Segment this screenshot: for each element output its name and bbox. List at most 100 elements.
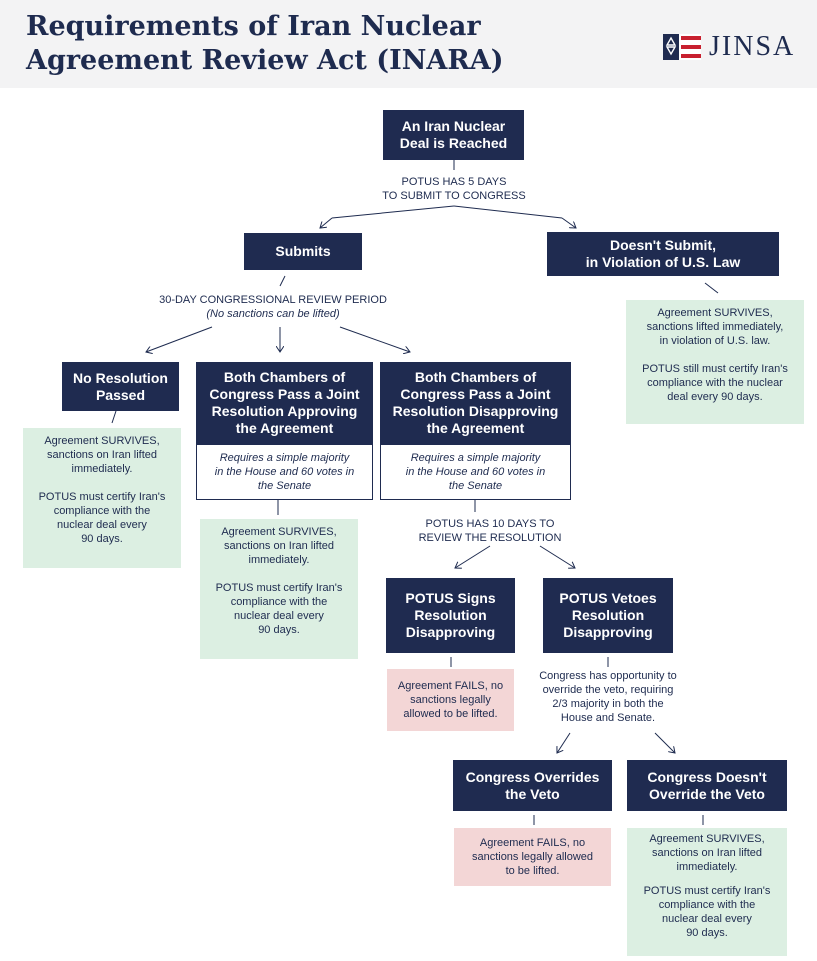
- outcome-line: nuclear deal every: [662, 913, 752, 925]
- outcome-doesnt-submit-p2: POTUS still must certify Iran's complian…: [642, 362, 788, 404]
- outcome-line: POTUS must certify Iran's: [643, 885, 771, 897]
- label-override-line3: 2/3 majority in both the: [552, 698, 664, 710]
- label-override-line1: Congress has opportunity to: [539, 670, 677, 682]
- node-approve-line2: Congress Pass a Joint: [209, 386, 360, 402]
- node-doesnt-submit-line1: Doesn't Submit,: [610, 237, 716, 253]
- label-override-line2: override the veto, requiring: [542, 684, 674, 696]
- node-disapprove-line1: Both Chambers of: [414, 369, 537, 385]
- node-potus-signs-line2: Resolution: [414, 607, 487, 623]
- node-congress-overrides-line2: the Veto: [505, 785, 560, 802]
- label-potus-5-days: POTUS HAS 5 DAYS TO SUBMIT TO CONGRESS: [354, 175, 554, 203]
- header-bar: Requirements of Iran Nuclear Agreement R…: [0, 0, 817, 88]
- label-review-period-line2: (No sanctions can be lifted): [206, 308, 340, 320]
- outcome-line: sanctions lifted immediately,: [646, 321, 784, 333]
- node-congress-doesnt-override-line2: Override the Veto: [649, 785, 765, 802]
- outcome-line: 90 days.: [686, 927, 728, 939]
- outcome-line: Agreement FAILS, no: [397, 680, 504, 692]
- outcome-line: to be lifted.: [505, 865, 560, 877]
- node-disapprove: Both Chambers of Congress Pass a Joint R…: [380, 362, 571, 444]
- title-line-1: Requirements of Iran Nuclear: [26, 11, 481, 42]
- title-line-2: Agreement Review Act (INARA): [26, 45, 504, 76]
- note-line: the Senate: [448, 480, 503, 492]
- outcome-doesnt-override-p1: Agreement SURVIVES, sanctions on Iran li…: [649, 832, 764, 874]
- page-title: Requirements of Iran Nuclear Agreement R…: [26, 10, 586, 78]
- jinsa-logo: JINSA: [663, 30, 795, 64]
- label-review-period: 30-DAY CONGRESSIONAL REVIEW PERIOD (No s…: [146, 293, 400, 321]
- outcome-line: sanctions on Iran lifted: [223, 540, 335, 552]
- node-deal-reached-line2: Deal is Reached: [399, 135, 508, 151]
- outcome-doesnt-submit-p1: Agreement SURVIVES, sanctions lifted imm…: [647, 306, 784, 348]
- outcome-approve: Agreement SURVIVES, sanctions on Iran li…: [200, 519, 358, 659]
- outcome-congress-doesnt-override: Agreement SURVIVES, sanctions on Iran li…: [627, 828, 787, 956]
- node-submits: Submits: [244, 233, 362, 270]
- outcome-line: allowed to be lifted.: [403, 708, 498, 720]
- node-approve-line4: the Agreement: [235, 420, 334, 436]
- note-line: Requires a simple majority: [410, 452, 541, 464]
- outcome-line: immediately.: [676, 861, 738, 873]
- outcome-line: nuclear deal every: [57, 519, 147, 531]
- node-congress-doesnt-override-line1: Congress Doesn't: [647, 768, 767, 785]
- node-no-resolution-line1: No Resolution: [73, 369, 168, 386]
- outcome-line: deal every 90 days.: [667, 391, 763, 403]
- node-potus-signs: POTUS Signs Resolution Disapproving: [386, 578, 515, 653]
- outcome-line: sanctions legally: [410, 694, 491, 706]
- note-line: Requires a simple majority: [219, 452, 350, 464]
- outcome-line: immediately.: [71, 463, 133, 475]
- note-line: in the House and 60 votes in: [405, 466, 546, 478]
- node-disapprove-line3: Resolution Disapproving: [392, 403, 559, 419]
- node-deal-reached-line1: An Iran Nuclear: [401, 118, 506, 134]
- node-no-resolution: No Resolution Passed: [62, 362, 179, 411]
- outcome-line: Agreement FAILS, no: [479, 837, 586, 849]
- label-override-opportunity: Congress has opportunity to override the…: [532, 669, 684, 725]
- node-approve: Both Chambers of Congress Pass a Joint R…: [196, 362, 373, 444]
- node-potus-vetoes-line3: Disapproving: [563, 624, 653, 640]
- outcome-doesnt-submit: Agreement SURVIVES, sanctions lifted imm…: [626, 300, 804, 424]
- outcome-line: sanctions on Iran lifted: [651, 847, 763, 859]
- outcome-approve-p2: POTUS must certify Iran's compliance wit…: [216, 581, 343, 637]
- node-disapprove-line2: Congress Pass a Joint: [400, 386, 551, 402]
- outcome-line: POTUS still must certify Iran's: [642, 363, 788, 375]
- node-potus-vetoes-line1: POTUS Vetoes: [559, 590, 657, 606]
- node-potus-vetoes: POTUS Vetoes Resolution Disapproving: [543, 578, 673, 653]
- flag-star-icon: [663, 34, 701, 60]
- outcome-line: sanctions legally allowed: [471, 851, 594, 863]
- node-potus-signs-line1: POTUS Signs: [405, 590, 496, 606]
- note-disapprove-requirement: Requires a simple majority in the House …: [380, 444, 571, 500]
- node-doesnt-submit: Doesn't Submit, in Violation of U.S. Law: [547, 232, 779, 276]
- label-override-line4: House and Senate.: [560, 712, 656, 724]
- outcome-line: sanctions on Iran lifted: [46, 449, 158, 461]
- node-approve-line3: Resolution Approving: [211, 403, 358, 419]
- label-potus-10-days-line2: REVIEW THE RESOLUTION: [418, 532, 562, 544]
- outcome-line: nuclear deal every: [234, 610, 324, 622]
- node-disapprove-line4: the Agreement: [426, 420, 525, 436]
- node-congress-doesnt-override: Congress Doesn't Override the Veto: [627, 760, 787, 811]
- outcome-potus-signs: Agreement FAILS, no sanctions legally al…: [387, 669, 514, 731]
- node-potus-vetoes-line2: Resolution: [571, 607, 645, 623]
- outcome-no-resolution-p1: Agreement SURVIVES, sanctions on Iran li…: [44, 434, 159, 476]
- outcome-line: compliance with the: [230, 596, 328, 608]
- node-approve-line1: Both Chambers of: [223, 369, 346, 385]
- label-potus-5-days-line1: POTUS HAS 5 DAYS: [401, 176, 507, 188]
- outcome-line: compliance with the: [53, 505, 151, 517]
- label-potus-10-days: POTUS HAS 10 DAYS TO REVIEW THE RESOLUTI…: [410, 517, 570, 545]
- logo-text: JINSA: [709, 31, 796, 62]
- label-potus-10-days-line1: POTUS HAS 10 DAYS TO: [425, 518, 555, 530]
- label-review-period-line1: 30-DAY CONGRESSIONAL REVIEW PERIOD: [159, 294, 387, 306]
- outcome-doesnt-override-p2: POTUS must certify Iran's compliance wit…: [644, 884, 771, 940]
- outcome-congress-overrides: Agreement FAILS, no sanctions legally al…: [454, 828, 611, 886]
- outcome-line: POTUS must certify Iran's: [215, 582, 343, 594]
- outcome-no-resolution-p2: POTUS must certify Iran's compliance wit…: [39, 490, 166, 546]
- outcome-line: 90 days.: [258, 624, 300, 636]
- outcome-line: POTUS must certify Iran's: [38, 491, 166, 503]
- outcome-line: Agreement SURVIVES,: [649, 833, 765, 845]
- label-potus-5-days-line2: TO SUBMIT TO CONGRESS: [382, 190, 526, 202]
- outcome-line: Agreement SURVIVES,: [221, 526, 337, 538]
- node-potus-signs-line3: Disapproving: [405, 624, 496, 640]
- note-line: the Senate: [257, 480, 312, 492]
- outcome-approve-p1: Agreement SURVIVES, sanctions on Iran li…: [221, 525, 336, 567]
- node-no-resolution-line2: Passed: [95, 386, 146, 403]
- outcome-line: in violation of U.S. law.: [659, 335, 771, 347]
- node-deal-reached: An Iran Nuclear Deal is Reached: [383, 110, 524, 160]
- outcome-line: compliance with the: [658, 899, 756, 911]
